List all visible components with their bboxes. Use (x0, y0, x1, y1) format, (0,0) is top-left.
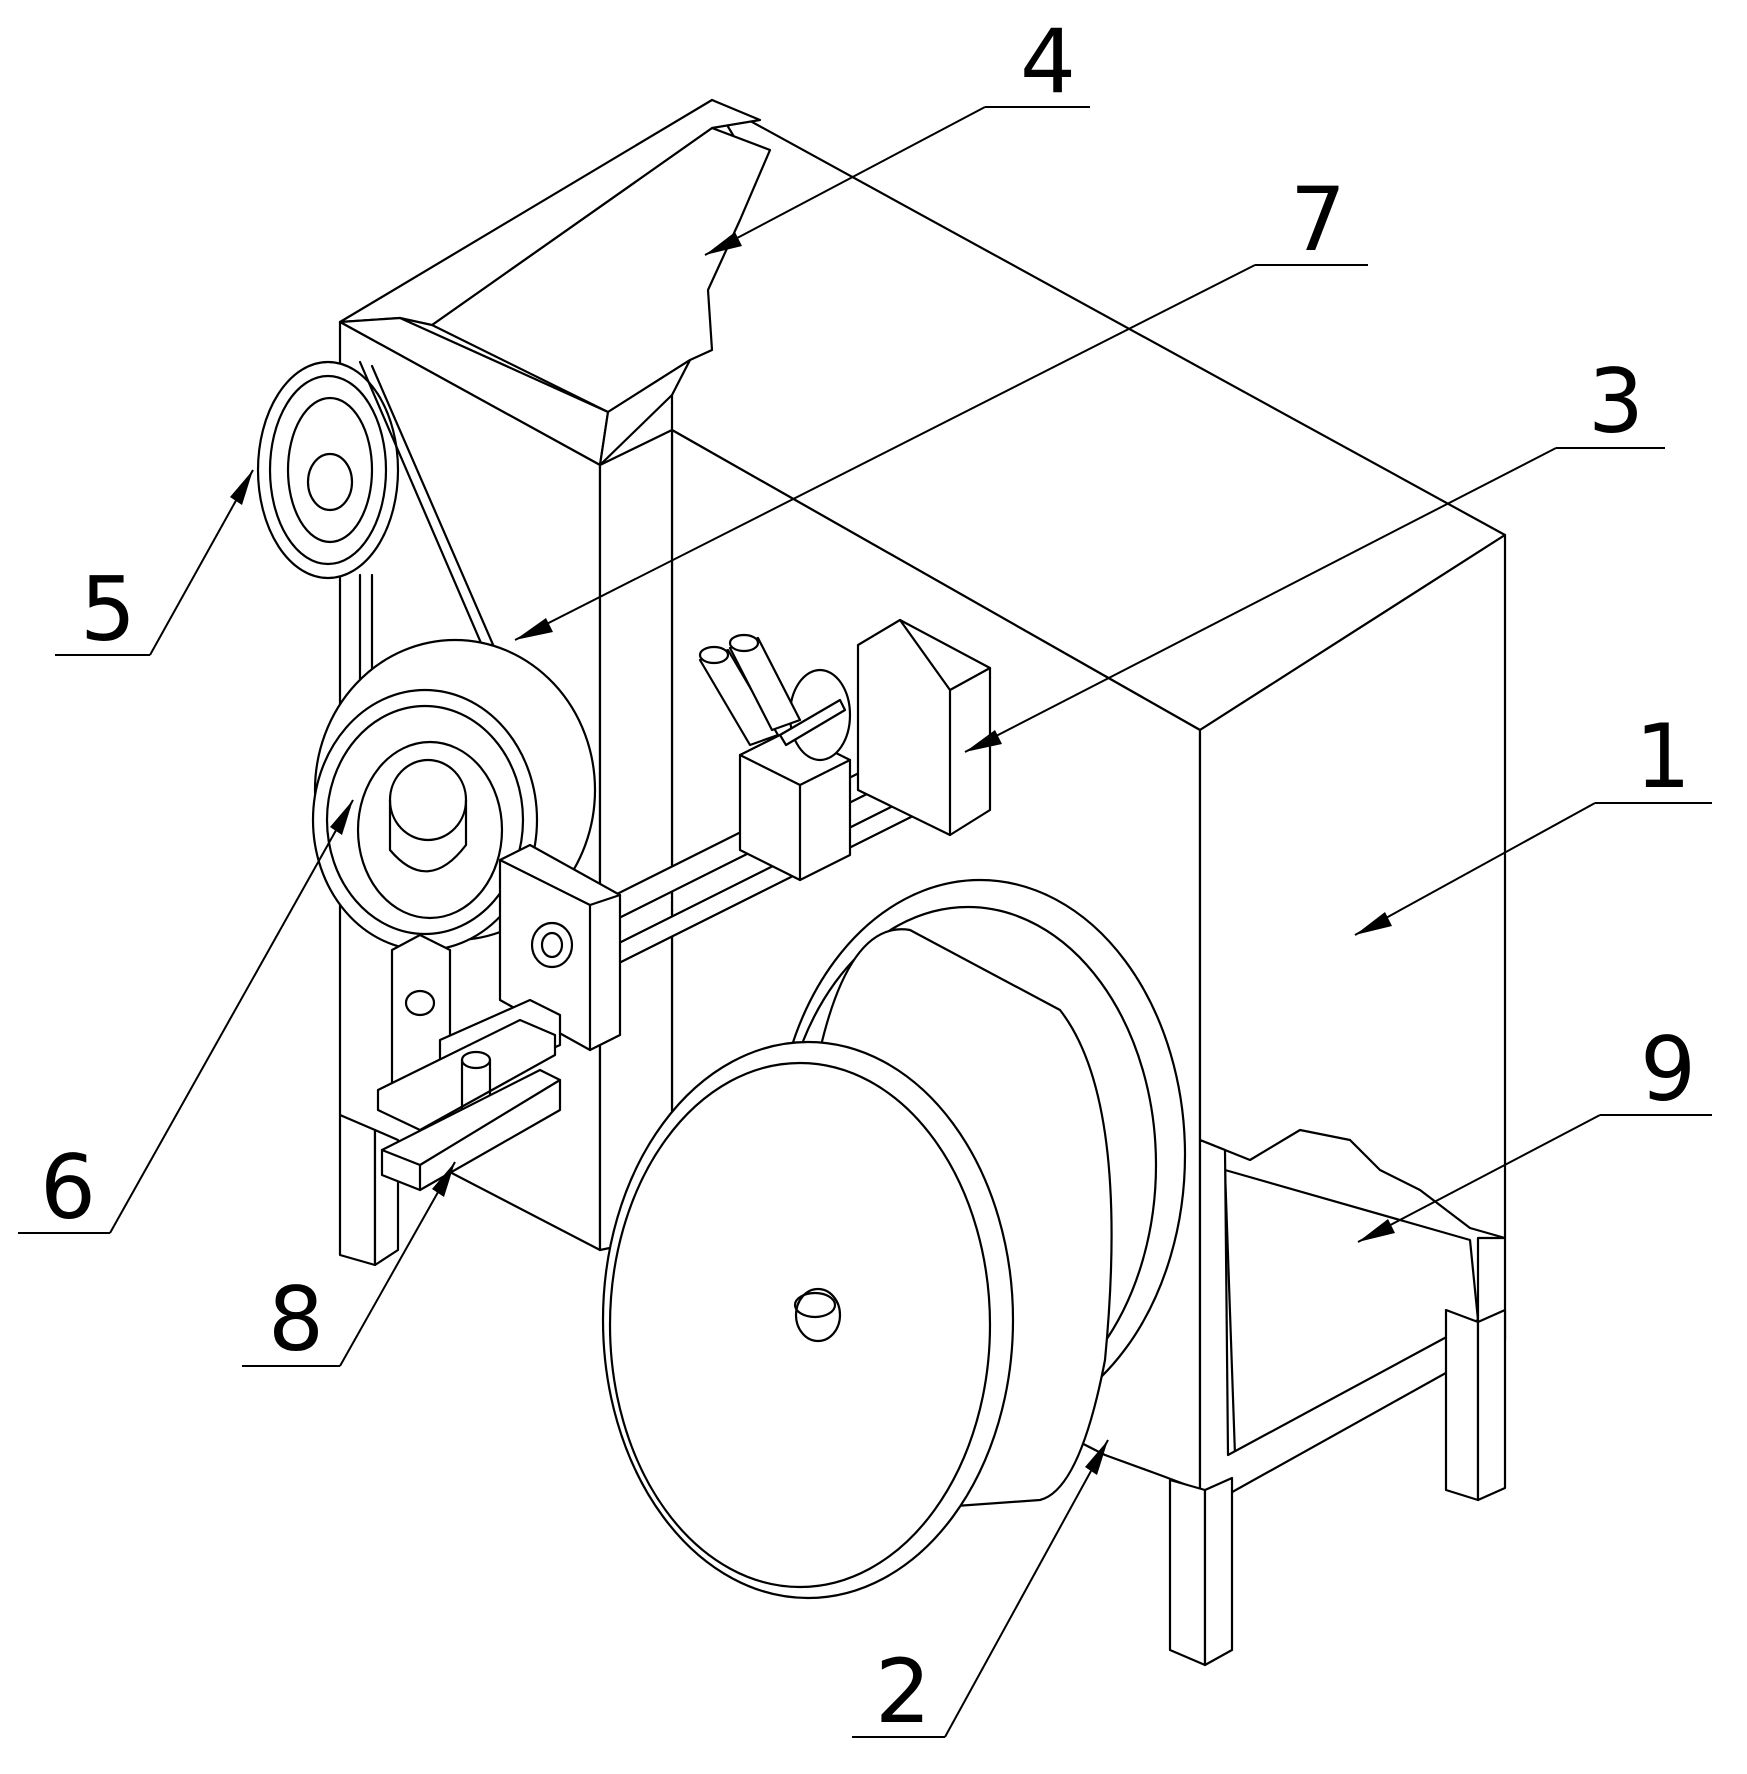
mounting-plate (498, 843, 622, 1052)
label-2: 2 (875, 1640, 931, 1743)
label-1: 1 (1635, 705, 1691, 808)
legs (338, 1113, 1507, 1667)
label-8: 8 (268, 1268, 324, 1371)
label-5: 5 (80, 558, 136, 661)
label-9: 9 (1640, 1018, 1696, 1121)
bottom-wall-hatch (1198, 1138, 1507, 1512)
reference-numerals: 4 7 3 1 9 5 6 8 2 (40, 10, 1696, 1743)
top-wall-hatch-side (598, 358, 692, 467)
label-3: 3 (1588, 350, 1644, 453)
label-6: 6 (40, 1136, 96, 1239)
guide-bracket (856, 618, 992, 837)
upper-pulley (256, 360, 400, 580)
wire-guide-block (698, 633, 852, 882)
cable-reel (601, 878, 1187, 1600)
label-4: 4 (1020, 10, 1076, 113)
housing-side-face (1198, 533, 1507, 1240)
label-7: 7 (1290, 168, 1346, 271)
leader-lines (18, 106, 1712, 1738)
clamp-assembly (376, 933, 562, 1192)
